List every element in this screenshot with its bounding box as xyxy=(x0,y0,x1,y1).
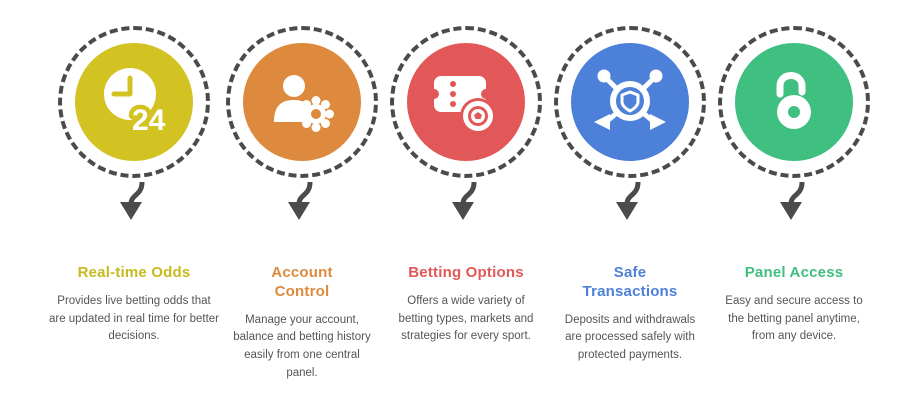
dashed-ring xyxy=(718,26,870,178)
feature-circle-orange xyxy=(238,38,366,166)
feature-column-safe-transactions: Safe Transactions Deposits and withdrawa… xyxy=(548,26,712,412)
svg-text:24: 24 xyxy=(132,104,166,137)
feature-column-panel-access: Panel Access Easy and secure access to t… xyxy=(712,26,876,412)
dashed-ring: 24 xyxy=(58,26,210,178)
feature-column-betting-options: Betting Options Offers a wide variety of… xyxy=(384,26,548,412)
feature-description: Deposits and withdrawals are processed s… xyxy=(564,313,696,362)
feature-description: Provides live betting odds that are upda… xyxy=(48,294,220,343)
shield-network-icon xyxy=(594,69,666,130)
feature-circle-green xyxy=(730,38,858,166)
soccer-ball-icon xyxy=(460,98,496,134)
down-arrow-icon xyxy=(616,181,641,220)
feature-title: Real-time Odds xyxy=(77,264,191,281)
user-settings-icon xyxy=(274,75,334,132)
dashed-ring xyxy=(226,26,378,178)
feature-column-realtime-odds: 24 Real-time Odds Provides live betting … xyxy=(48,26,220,412)
betting-ticket-ball-icon xyxy=(429,76,496,134)
feature-circle-yellow: 24 xyxy=(70,38,198,166)
unlock-icon xyxy=(776,72,811,129)
down-arrow-icon xyxy=(120,181,145,220)
dashed-ring xyxy=(554,26,706,178)
feature-title: Betting Options xyxy=(408,264,524,281)
feature-title: Account Control xyxy=(271,264,333,300)
dashed-ring xyxy=(390,26,542,178)
feature-description: Easy and secure access to the betting pa… xyxy=(725,294,863,343)
feature-circle-red xyxy=(402,38,530,166)
feature-title: Panel Access xyxy=(744,264,844,281)
clock-24-icon: 24 xyxy=(104,68,170,140)
gear-icon xyxy=(298,96,334,132)
feature-title: Safe Transactions xyxy=(582,264,678,300)
feature-description: Offers a wide variety of betting types, … xyxy=(398,294,534,343)
feature-column-account-control: Account Control Manage your account, bal… xyxy=(220,26,384,412)
down-arrow-icon xyxy=(288,181,313,220)
feature-circle-blue xyxy=(566,38,694,166)
feature-description: Manage your account, balance and betting… xyxy=(233,313,371,379)
down-arrow-icon xyxy=(780,181,805,220)
down-arrow-icon xyxy=(452,181,477,220)
